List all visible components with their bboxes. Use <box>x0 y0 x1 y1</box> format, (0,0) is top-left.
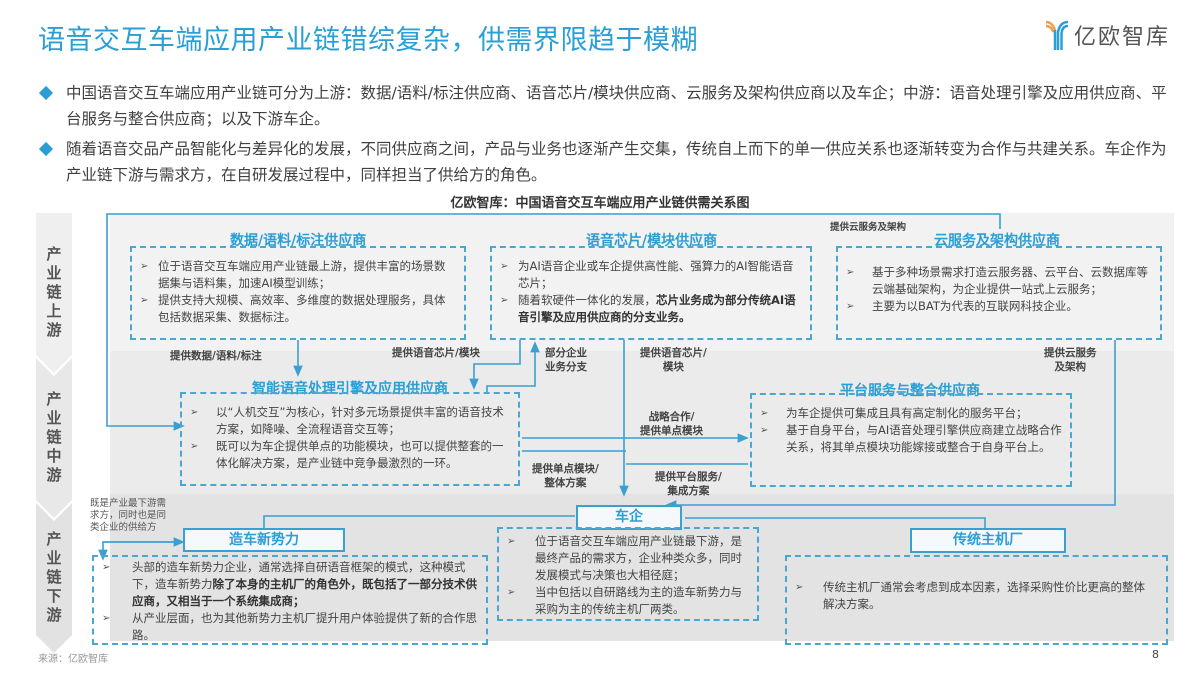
arrow-bullet-icon: ➢ <box>760 408 769 419</box>
cloud-supplier-box: ➢基于多种场景需求打造云服务器、云平台、云数据库等云端基础架构，为企业提供一站式… <box>836 246 1162 340</box>
list-item: ➢为AI语音企业或车企提供高性能、强算力的AI智能语音芯片； <box>500 259 794 290</box>
list-item: ➢基于多种场景需求打造云服务器、云平台、云数据库等云端基础架构，为企业提供一站式… <box>846 265 1148 296</box>
list-item: ➢从产业层面，也为其他新势力主机厂提升用户体验提供了新的合作思路。 <box>102 611 477 642</box>
cloud-supplier-title: 云服务及架构供应商 <box>934 233 1060 249</box>
list-item: ➢为车企提供可集成且具有高定制化的服务平台； <box>760 406 1028 420</box>
summary-bullet: 中国语音交互车端应用产业链可分为上游：数据/语料/标注供应商、语音芯片/模块供应… <box>38 80 1168 132</box>
traditional-oem-box: ➢传统主机厂通常会考虑到成本因素，选择采购性价比更高的整体解决方案。 <box>785 555 1168 645</box>
flow-label-provide-chip: 提供语音芯片/模块 <box>392 347 480 359</box>
list-item: ➢位于语音交互车端应用产业链最下游，是最终产品的需求方，企业种类众多，同时发展模… <box>507 534 742 582</box>
arrow-bullet-icon: ➢ <box>500 261 509 272</box>
arrow-bullet-icon: ➢ <box>846 301 855 312</box>
arrow-bullet-icon: ➢ <box>507 536 516 547</box>
flow-label-provide-module: 提供单点模块/ 整体方案 <box>532 463 599 489</box>
platform-supplier-box: ➢为车企提供可集成且具有高定制化的服务平台； ➢基于自身平台，与AI语音处理引擎… <box>750 393 1072 487</box>
flow-label-provide-cloud-right: 提供云服务 及架构 <box>1044 347 1097 373</box>
list-item: ➢基于自身平台，与AI语音处理引擎供应商建立战略合作关系，将其单点模块功能嫁接或… <box>760 423 1062 454</box>
list-item: ➢随着软硬件一体化的发展，芯片业务成为部分传统AI语音引擎及应用供应商的分支业务… <box>500 293 796 324</box>
flow-label-provide-cloud-top: 提供云服务及架构 <box>830 222 907 233</box>
arrow-bullet-icon: ➢ <box>140 295 149 306</box>
data-supplier-box: ➢位于语音交互车端应用产业链最上游，提供丰富的场景数据集与语料集，加速AI模型训… <box>130 246 466 340</box>
list-item: ➢当中包括以自研路线为主的造车新势力与采购为主的传统主机厂两类。 <box>507 585 742 616</box>
page-number: 8 <box>1152 648 1159 661</box>
brand-logo: 亿欧智库 <box>1044 18 1170 52</box>
logo-text: 亿欧智库 <box>1074 25 1171 50</box>
list-item: ➢位于语音交互车端应用产业链最上游，提供丰富的场景数据集与语料集，加速AI模型训… <box>140 259 446 290</box>
stage-midstream: 产业链中游 <box>36 358 72 518</box>
logo-y-icon <box>1045 20 1069 50</box>
diagram-title: 亿欧智库：中国语音交互车端应用产业链供需关系图 <box>450 196 750 211</box>
arrow-bullet-icon: ➢ <box>795 582 804 593</box>
automaker-box: ➢位于语音交互车端应用产业链最下游，是最终产品的需求方，企业种类众多，同时发展模… <box>497 527 759 621</box>
automaker-title: 车企 <box>576 505 682 530</box>
flow-label-provide-platform: 提供平台服务/ 集成方案 <box>655 471 722 497</box>
flow-label-provide-data: 提供数据/语料/标注 <box>170 350 262 362</box>
list-item: ➢传统主机厂通常会考虑到成本因素，选择采购性价比更高的整体解决方案。 <box>795 580 1145 611</box>
flow-label-strategic-coop: 战略合作/ 提供单点模块 <box>640 411 703 437</box>
source-note: 来源：亿欧智库 <box>38 654 108 665</box>
page-title: 语音交互车端应用产业链错综复杂，供需界限趋于模糊 <box>38 25 698 56</box>
arrow-bullet-icon: ➢ <box>760 425 769 436</box>
new-forces-title: 造车新势力 <box>183 528 345 552</box>
list-item: ➢主要为以BAT为代表的互联网科技企业。 <box>846 299 1078 313</box>
data-supplier-title: 数据/语料/标注供应商 <box>230 233 367 249</box>
stage-downstream: 产业链下游 <box>36 503 72 653</box>
platform-supplier-title: 平台服务与整合供应商 <box>840 383 980 399</box>
flow-label-dual-role: 既是产业最下游需 求方，同时也是同 类企业的供给方 <box>90 498 167 533</box>
flow-label-provide-chip-right: 提供语音芯片/ 模块 <box>640 347 707 373</box>
arrow-bullet-icon: ➢ <box>507 587 516 598</box>
arrow-bullet-icon: ➢ <box>500 295 509 306</box>
summary-bullets: 中国语音交互车端应用产业链可分为上游：数据/语料/标注供应商、语音芯片/模块供应… <box>38 80 1168 192</box>
chip-supplier-box: ➢为AI语音企业或车企提供高性能、强算力的AI智能语音芯片； ➢随着软硬件一体化… <box>490 246 812 340</box>
list-item: ➢既可以为车企提供单点的功能模块，也可以提供整套的一体化解决方案，是产业链中竞争… <box>190 439 504 470</box>
engine-supplier-box: ➢以“人机交互”为核心，针对多元场景提供丰富的语音技术方案，如降噪、全流程语音交… <box>180 392 520 486</box>
diamond-bullet-icon <box>38 141 54 157</box>
list-item: ➢以“人机交互”为核心，针对多元场景提供丰富的语音技术方案，如降噪、全流程语音交… <box>190 405 504 436</box>
arrow-bullet-icon: ➢ <box>846 267 855 278</box>
list-item: ➢提供支持大规模、高效率、多维度的数据处理服务，具体包括数据采集、数据标注。 <box>140 293 446 324</box>
summary-bullet: 随着语音交品产品智能化与差异化的发展，不同供应商之间，产品与业务也逐渐产生交集，… <box>38 136 1168 188</box>
traditional-oem-title: 传统主机厂 <box>910 528 1066 553</box>
flow-label-branch-business: 部分企业 业务分支 <box>545 347 587 373</box>
arrow-bullet-icon: ➢ <box>102 613 111 624</box>
arrow-bullet-icon: ➢ <box>140 261 149 272</box>
new-forces-box: ➢头部的造车新势力企业，通常选择自研语音框架的模式，这种模式下，造车新势力除了本… <box>92 555 488 645</box>
arrow-bullet-icon: ➢ <box>190 441 199 452</box>
arrow-bullet-icon: ➢ <box>190 407 199 418</box>
arrow-bullet-icon: ➢ <box>102 562 111 573</box>
list-item: ➢头部的造车新势力企业，通常选择自研语音框架的模式，这种模式下，造车新势力除了本… <box>102 560 477 608</box>
stage-upstream: 产业链上游 <box>36 213 72 373</box>
diamond-bullet-icon <box>38 85 54 101</box>
chip-supplier-title: 语音芯片/模块供应商 <box>586 233 718 249</box>
